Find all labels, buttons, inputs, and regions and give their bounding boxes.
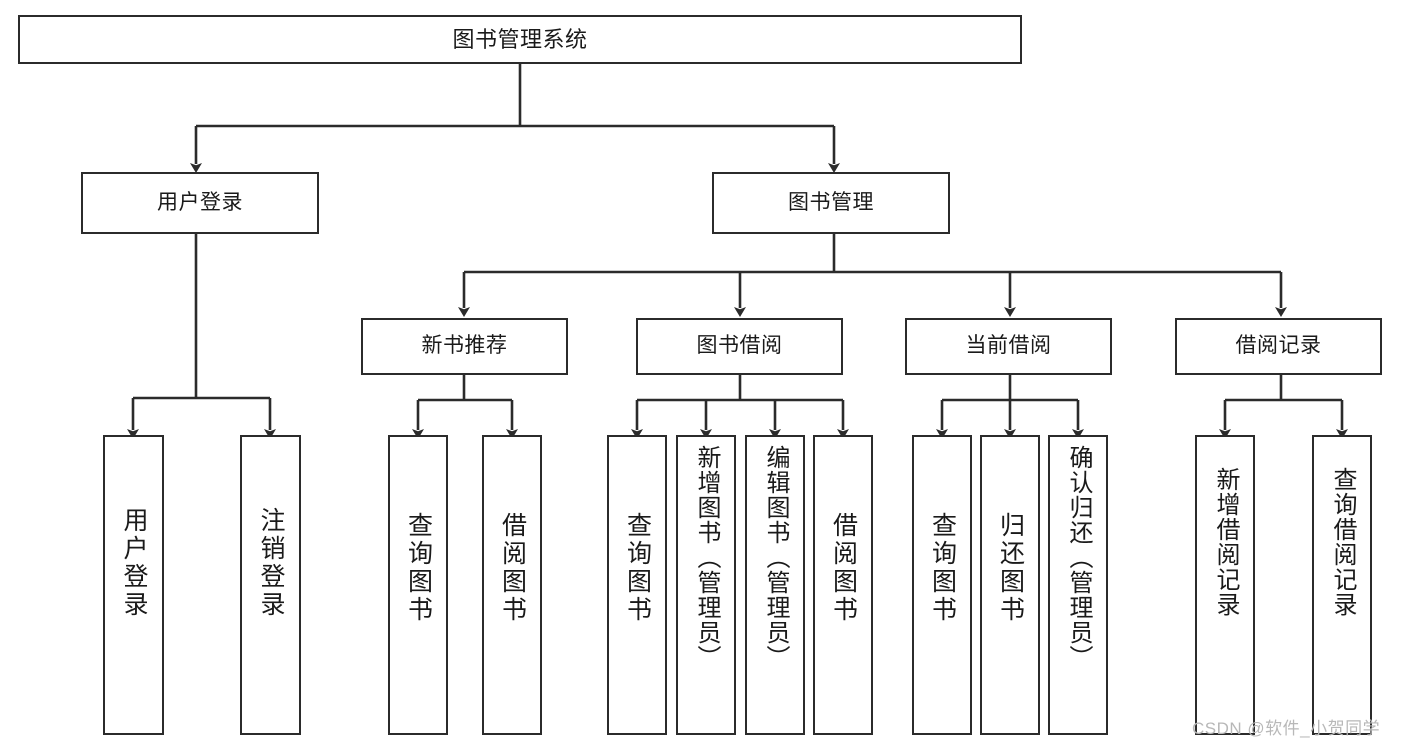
node-label: 借阅图书 (498, 512, 527, 624)
leaf-query-book-current[interactable]: 查询图书 (912, 435, 972, 735)
leaf-add-book-admin[interactable]: 新增图书（管理员） (676, 435, 736, 735)
node-label: 注销登录 (257, 507, 285, 619)
node-label: 编辑图书（管理员） (762, 445, 789, 670)
node-new-book-recommendation[interactable]: 新书推荐 (361, 318, 568, 375)
node-label: 图书借阅 (696, 334, 783, 358)
node-root-book-management-system[interactable]: 图书管理系统 (18, 15, 1022, 64)
node-label: 当前借阅 (965, 334, 1052, 358)
node-label: 查询图书 (928, 512, 957, 624)
node-label: 借阅图书 (829, 512, 858, 624)
node-label: 用户登录 (120, 507, 148, 619)
node-label: 新书推荐 (421, 334, 508, 358)
leaf-query-book-borrowing[interactable]: 查询图书 (607, 435, 667, 735)
leaf-user-login[interactable]: 用户登录 (103, 435, 164, 735)
leaf-confirm-return-admin[interactable]: 确认归还（管理员） (1048, 435, 1108, 735)
node-borrowing-record[interactable]: 借阅记录 (1175, 318, 1382, 375)
node-user-login[interactable]: 用户登录 (81, 172, 319, 234)
csdn-watermark: CSDN @软件_小贺同学 (1192, 719, 1381, 738)
node-label: 查询借阅记录 (1329, 467, 1356, 617)
leaf-query-book-recommendation[interactable]: 查询图书 (388, 435, 448, 735)
leaf-user-logout[interactable]: 注销登录 (240, 435, 301, 735)
node-label: 新增图书（管理员） (693, 445, 720, 670)
node-current-borrowing[interactable]: 当前借阅 (905, 318, 1112, 375)
node-label: 借阅记录 (1235, 334, 1322, 358)
node-label: 查询图书 (404, 512, 433, 624)
node-book-management[interactable]: 图书管理 (712, 172, 950, 234)
node-label: 确认归还（管理员） (1065, 445, 1092, 670)
leaf-return-book[interactable]: 归还图书 (980, 435, 1040, 735)
node-label: 归还图书 (996, 512, 1025, 624)
node-label: 查询图书 (623, 512, 652, 624)
node-label: 图书管理系统 (452, 26, 588, 52)
leaf-query-borrowing-record[interactable]: 查询借阅记录 (1312, 435, 1372, 735)
leaf-edit-book-admin[interactable]: 编辑图书（管理员） (745, 435, 805, 735)
node-book-borrowing[interactable]: 图书借阅 (636, 318, 843, 375)
node-label: 用户登录 (157, 190, 243, 214)
leaf-borrow-book-borrowing[interactable]: 借阅图书 (813, 435, 873, 735)
leaf-borrow-book-recommendation[interactable]: 借阅图书 (482, 435, 542, 735)
node-label: 新增借阅记录 (1212, 467, 1239, 617)
node-label: 图书管理 (788, 190, 874, 214)
leaf-add-borrowing-record[interactable]: 新增借阅记录 (1195, 435, 1255, 735)
